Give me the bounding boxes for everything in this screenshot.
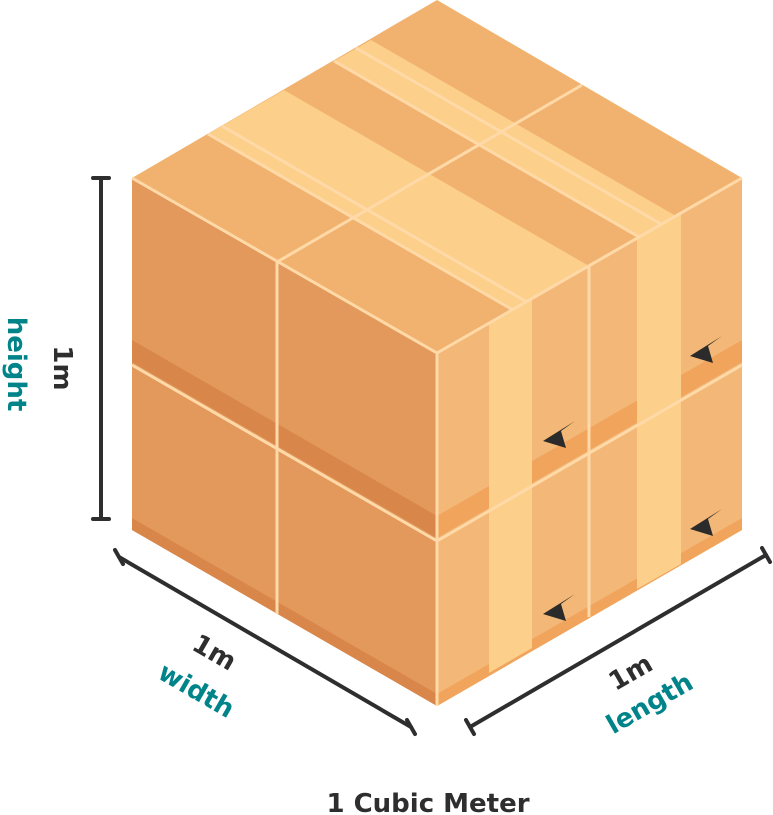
top-tape-upper <box>208 90 589 310</box>
left-middle-band <box>132 340 437 538</box>
arrow-pointer-icon <box>690 336 722 363</box>
arrow-pointer-icon <box>543 594 575 621</box>
arrow-markers <box>543 336 722 621</box>
diagram-caption: 1 Cubic Meter <box>326 789 529 815</box>
width-value-label: 1m <box>187 629 241 678</box>
right-tape-front <box>489 298 532 673</box>
left-bottom-band <box>132 518 437 706</box>
box-seams <box>131 46 743 706</box>
top-tape-lower <box>334 40 676 237</box>
height-name-label: height <box>1 317 31 412</box>
arrow-pointer-icon <box>543 421 575 448</box>
height-dimension-line <box>91 176 111 521</box>
length-dimension-line <box>464 546 772 736</box>
dimension-lines <box>91 176 772 736</box>
arrow-pointer-icon <box>690 509 722 536</box>
height-value-label: 1m <box>47 345 77 390</box>
right-tape-back <box>637 214 681 589</box>
package-box-icon <box>131 0 743 706</box>
width-dimension-line <box>113 548 417 736</box>
